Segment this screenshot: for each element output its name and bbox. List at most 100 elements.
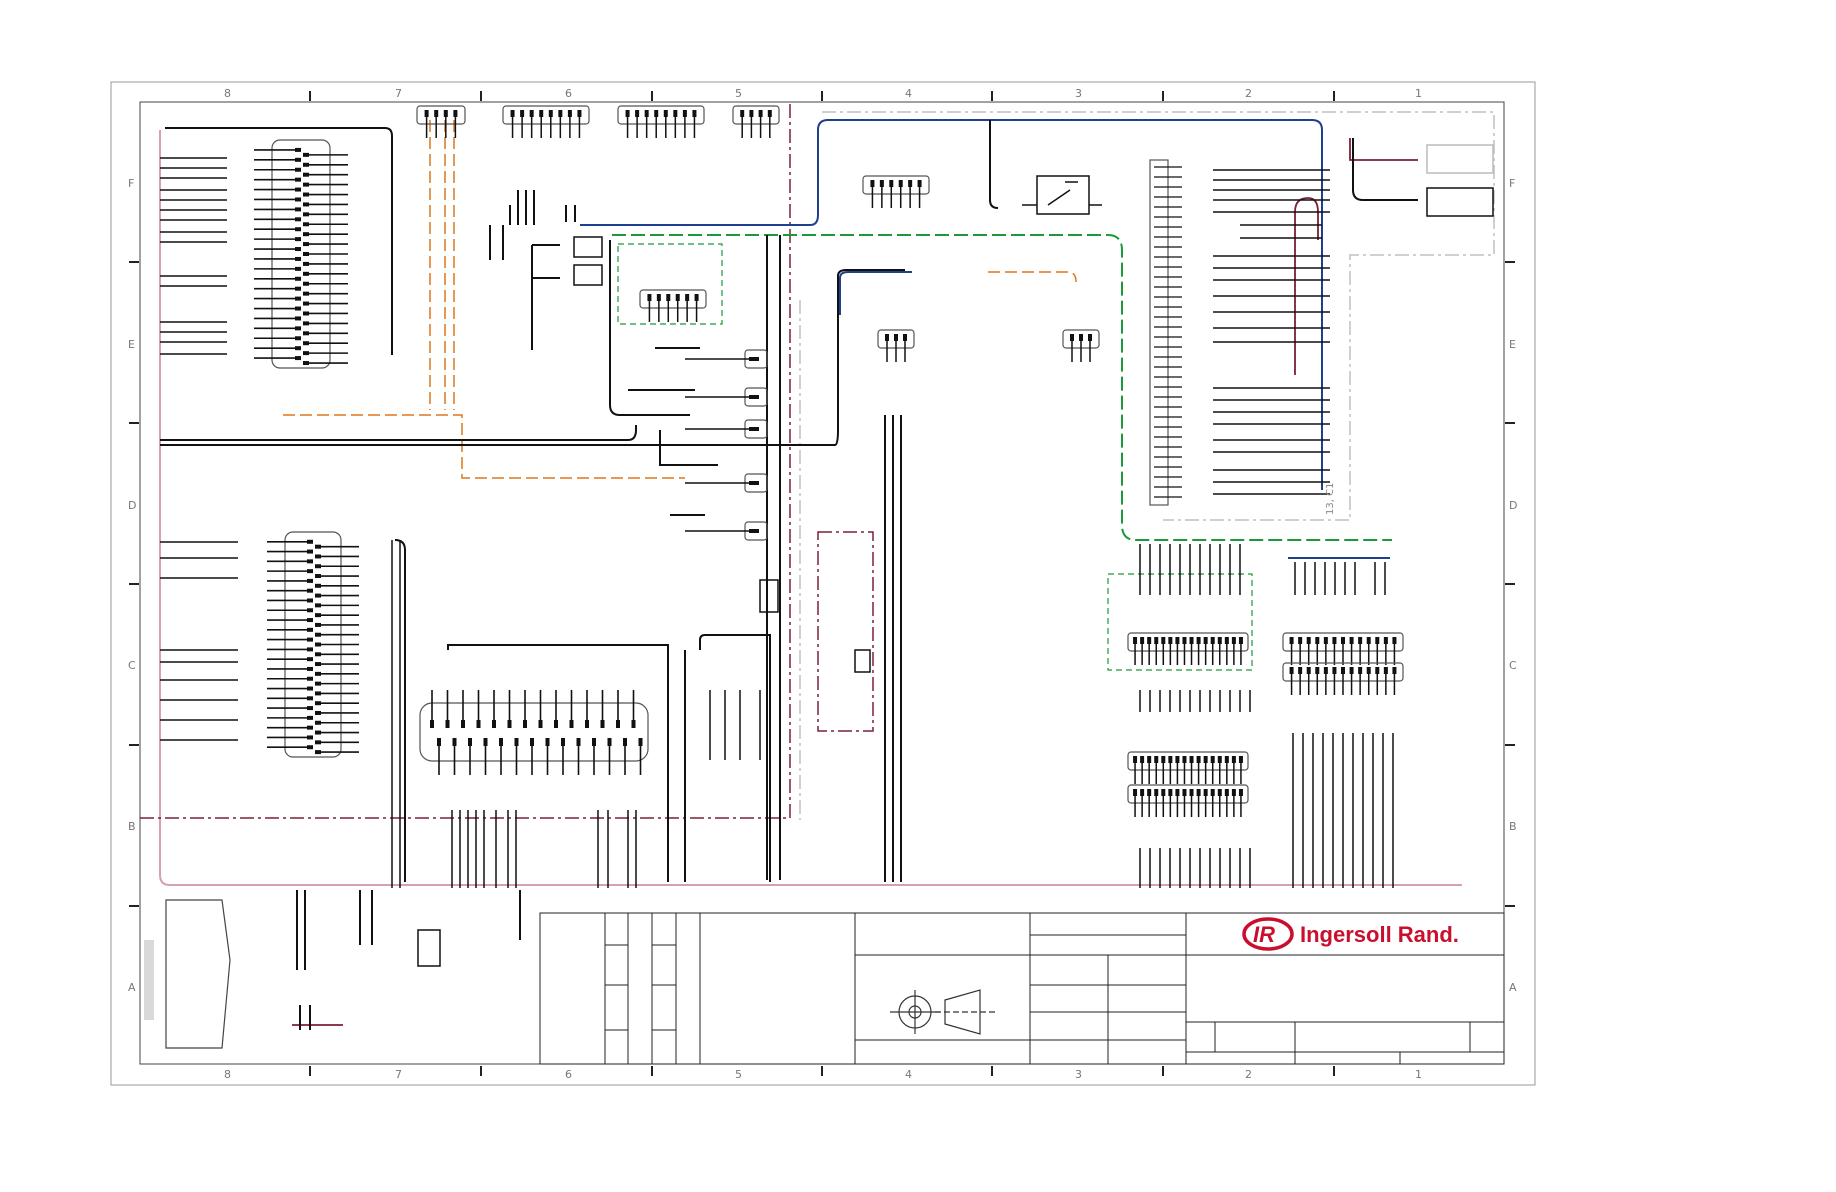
bundle-b6-drop — [451, 810, 517, 888]
connector-strip-f8-pin-end — [295, 256, 301, 261]
zone-row-C-right: C — [1509, 659, 1517, 672]
connector-large-b6-pin-end — [461, 720, 465, 728]
header-connector-6a-pin-end — [548, 110, 553, 117]
header-connector-b2-body — [1127, 751, 1249, 771]
bundle-right-e2 — [1240, 224, 1322, 239]
header-connector-b2-pin-end — [1140, 756, 1145, 763]
header-connector-c2a-pin-end — [1210, 637, 1215, 644]
zone-col-8-bottom: 8 — [224, 1068, 231, 1081]
header-connector-c1-pin-end — [1323, 667, 1328, 674]
connector-strip-c8-pin-end — [307, 657, 313, 662]
header-connector-c2a-pin-end — [1175, 637, 1180, 644]
connector-strip-c8-pin-end — [307, 666, 313, 671]
header-connector-c2a-pin-end — [1133, 637, 1138, 644]
connector-strip-f8-pin-end — [303, 222, 309, 227]
header-connector-5b-pin-end — [749, 110, 754, 117]
connector-strip-c8-pin-end — [315, 564, 321, 569]
connector-strip-f8-pin-end — [295, 167, 301, 172]
header-connector-c2b-pin-end — [1298, 637, 1303, 644]
projection-symbol — [890, 989, 995, 1035]
header-connector-c1-pin-end — [1383, 667, 1388, 674]
header-connector-c2b-pin-end — [1366, 637, 1371, 644]
connector-strip-f8-pin-end — [295, 157, 301, 162]
header-connector-c2b-pin-end — [1341, 637, 1345, 644]
header-connector-7a-pin-end — [434, 110, 439, 117]
connector-strip-c8-pin-end — [307, 569, 313, 574]
connector-strip-f8-pin-end — [295, 266, 301, 271]
header-connector-b2-pin-end — [1154, 756, 1159, 763]
header-connector-c1-pin-end — [1315, 667, 1320, 674]
connector-strip-c8-pin-end — [315, 710, 321, 715]
header-connector-6a-body — [502, 105, 590, 125]
connector-large-b6-pin-end — [507, 720, 512, 728]
inline-connector-pin — [749, 427, 759, 431]
connector-strip-c8-pin-end — [307, 559, 313, 564]
zone-row-F-left: F — [128, 177, 134, 190]
ingersoll-rand-logo: IR Ingersoll Rand. — [1242, 917, 1459, 951]
connector-strip-c8-pin-end — [315, 681, 321, 686]
header-connector-b2 — [1127, 751, 1249, 784]
connector-large-b6-pin-end — [452, 738, 457, 746]
connector-strip-f8-pin-end — [303, 261, 309, 266]
header-connector-c1-pin-end — [1349, 667, 1354, 674]
header-connector-5b-body — [732, 105, 780, 125]
connector-large-b6-body — [419, 702, 649, 762]
connector-strip-c8-pin-end — [315, 622, 321, 627]
header-connector-e6-body — [639, 289, 707, 309]
header-connector-4a-pin-end — [889, 180, 894, 187]
zone-col-2-bottom: 2 — [1245, 1068, 1252, 1081]
connector-large-b6-pin-end — [476, 720, 481, 728]
connector-strip-f8-pin-end — [295, 296, 301, 301]
connector-large-b6-pin-end — [538, 720, 543, 728]
header-connector-6a-pin-end — [529, 110, 534, 117]
zone-row-C-left: C — [128, 659, 136, 672]
zone-labels-bottom: 8 7 6 5 4 3 2 1 — [224, 1068, 1422, 1081]
header-connector-c2b-pin-end — [1358, 637, 1363, 644]
header-connector-c2a-pin-end — [1140, 637, 1145, 644]
relay-boxes — [573, 144, 1494, 286]
connector-strip-f8-pin-end — [303, 271, 309, 276]
header-connector-b2b-pin-end — [1161, 789, 1166, 796]
header-connector-c2b-pin-end — [1315, 637, 1320, 644]
header-connector-c1-pin-end — [1392, 667, 1397, 674]
header-connector-c1-pin-end — [1289, 667, 1294, 674]
connector-large-b6-pin-end — [468, 738, 472, 746]
connector-strip-f8-pin-end — [295, 306, 301, 311]
header-connector-c1-pin-end — [1375, 667, 1380, 674]
connector-large-b6-pin-end — [530, 738, 534, 746]
header-connector-5b-pin-end — [758, 110, 763, 117]
connector-strip-c8-pin-end — [315, 574, 321, 579]
connector-strip-f8-pin-end — [295, 356, 301, 361]
header-connector-6a — [502, 105, 590, 138]
zone-ticks — [129, 91, 1515, 1076]
header-connector-e3-pin-end — [1088, 334, 1092, 341]
connector-strip-c8-pin-end — [315, 593, 321, 598]
header-connector-b2-pin-end — [1161, 756, 1166, 763]
zone-col-6-bottom: 6 — [565, 1068, 572, 1081]
header-connector-b2-pin-end — [1238, 756, 1243, 763]
connector-strip-c8-pin-end — [307, 706, 313, 711]
connector-strip-f8-pin-end — [303, 242, 309, 247]
connector-strip-f8-pin-end — [295, 227, 301, 232]
header-connector-c1-pin-end — [1341, 667, 1345, 674]
connector-strip-f8-pin-end — [303, 172, 309, 177]
connector-strip-c8-pin-end — [307, 686, 313, 691]
header-connector-7a-pin-end — [424, 110, 429, 117]
header-connector-b2b-pin-end — [1133, 789, 1138, 796]
header-connector-b2b-pin-end — [1231, 789, 1236, 796]
zone-row-B-left: B — [128, 820, 136, 833]
bundle-c1-in — [1294, 562, 1386, 595]
zone-col-2-top: 2 — [1245, 87, 1252, 100]
header-connector-6a-pin-end — [520, 110, 525, 117]
header-connector-e6-pin-end — [666, 294, 671, 301]
connector-strip-c8-pin-end — [307, 745, 313, 750]
header-connector-e4-pin-end — [894, 334, 898, 341]
zone-col-4-top: 4 — [905, 87, 912, 100]
header-connector-7a — [416, 105, 466, 138]
header-connector-c2b-pin-end — [1306, 637, 1311, 644]
connector-strip-c8-pin-end — [307, 578, 313, 583]
connector-strip-f8-pin-end — [303, 281, 309, 286]
terminal-strip-f2 — [1149, 159, 1182, 506]
connector-large-b6-pin-end — [430, 720, 434, 728]
pink-ground-bus — [159, 130, 1462, 886]
